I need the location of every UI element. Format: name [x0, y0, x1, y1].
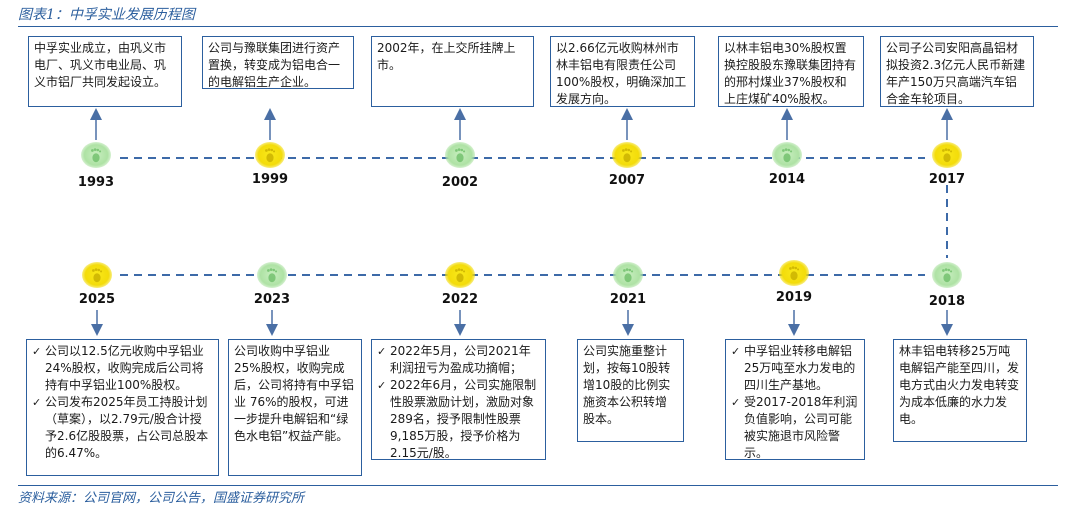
footprint-icon [92, 268, 103, 283]
timeline-node-2019 [779, 260, 809, 286]
timeline-node-1993 [81, 142, 111, 168]
year-label-2023: 2023 [253, 292, 291, 307]
footprint-icon [265, 148, 276, 163]
event-text: 林丰铝电转移25万吨电解铝产能至四川，发电方式由火力发电转变为成本低廉的水力发电… [899, 344, 1020, 426]
timeline-node-2007 [612, 142, 642, 168]
timeline-node-2002 [445, 142, 475, 168]
event-box-1993: 中孚实业成立，由巩义市电厂、巩义市电业局、巩义市铝厂共同发起设立。 [28, 36, 182, 107]
event-box-2021: 公司实施重整计划，按每10股转增10股的比例实施资本公积转增股本。 [577, 339, 684, 442]
event-box-2002: 2002年，在上交所挂牌上市。 [371, 36, 534, 107]
event-box-2018: 林丰铝电转移25万吨电解铝产能至四川，发电方式由火力发电转变为成本低廉的水力发电… [893, 339, 1027, 442]
timeline-node-2018 [932, 262, 962, 288]
event-box-2022: 2022年5月，公司2021年利润扭亏为盈成功摘帽； 2022年6月，公司实施限… [371, 339, 546, 460]
year-label-2017: 2017 [928, 172, 966, 187]
event-box-2014: 以林丰铝电30%股权置换控股股东豫联集团持有的邢村煤业37%股权和上庄煤矿40%… [718, 36, 864, 107]
footer-divider [18, 485, 1058, 486]
event-text: 公司实施重整计划，按每10股转增10股的比例实施资本公积转增股本。 [583, 344, 671, 426]
event-text: 中孚实业成立，由巩义市电厂、巩义市电业局、巩义市铝厂共同发起设立。 [34, 41, 167, 89]
footprint-icon [623, 268, 634, 283]
timeline-node-2014 [772, 142, 802, 168]
year-label-2022: 2022 [441, 292, 479, 307]
event-text: 2002年，在上交所挂牌上市。 [377, 41, 516, 72]
timeline-node-2021 [613, 262, 643, 288]
event-box-2019: 中孚铝业转移电解铝25万吨至水力发电的四川生产基地。 受2017-2018年利润… [725, 339, 865, 460]
year-label-2019: 2019 [775, 290, 813, 305]
source-note: 资料来源：公司官网，公司公告，国盛证券研究所 [18, 491, 305, 506]
year-label-2002: 2002 [441, 175, 479, 190]
year-label-1999: 1999 [251, 172, 289, 187]
event-text: 以2.66亿元收购林州市林丰铝电有限责任公司100%股权，明确深加工发展方向。 [556, 41, 687, 106]
footprint-icon [455, 148, 466, 163]
timeline-node-1999 [255, 142, 285, 168]
footprint-icon [782, 148, 793, 163]
header-divider [18, 26, 1058, 27]
timeline-node-2022 [445, 262, 475, 288]
footprint-icon [267, 268, 278, 283]
year-label-2021: 2021 [609, 292, 647, 307]
year-label-2014: 2014 [768, 172, 806, 187]
event-text: 公司与豫联集团进行资产置换，转变成为铝电合一的电解铝生产企业。 [208, 41, 341, 89]
event-box-2017: 公司子公司安阳高晶铝材拟投资2.3亿元人民币新建年产150万只高端汽车铝合金车轮… [880, 36, 1034, 107]
timeline-node-2025 [82, 262, 112, 288]
figure-title: 图表1：中孚实业发展历程图 [18, 7, 195, 23]
year-label-2007: 2007 [608, 173, 646, 188]
timeline-node-2023 [257, 262, 287, 288]
event-bullet: 2022年5月，公司2021年利润扭亏为盈成功摘帽； [377, 343, 540, 377]
footprint-icon [942, 148, 953, 163]
footprint-icon [789, 266, 800, 281]
event-bullet: 公司发布2025年员工持股计划（草案），以2.79元/股合计授予2.6亿股股票，… [32, 394, 213, 462]
event-box-2023: 公司收购中孚铝业25%股权，收购完成后，公司将持有中孚铝业 76%的股权，可进一… [228, 339, 362, 476]
event-bullet: 中孚铝业转移电解铝25万吨至水力发电的四川生产基地。 [731, 343, 859, 394]
year-label-2018: 2018 [928, 294, 966, 309]
event-text: 公司子公司安阳高晶铝材拟投资2.3亿元人民币新建年产150万只高端汽车铝合金车轮… [886, 41, 1026, 106]
event-bullet: 受2017-2018年利润负值影响，公司可能被实施退市风险警示。 [731, 394, 859, 462]
footprint-icon [622, 148, 633, 163]
event-text: 公司收购中孚铝业25%股权，收购完成后，公司将持有中孚铝业 76%的股权，可进一… [234, 344, 355, 443]
event-box-1999: 公司与豫联集团进行资产置换，转变成为铝电合一的电解铝生产企业。 [202, 36, 354, 89]
event-bullet: 2022年6月，公司实施限制性股票激励计划，激励对象289名，授予限制性股票9,… [377, 377, 540, 462]
year-label-2025: 2025 [78, 292, 116, 307]
event-box-2007: 以2.66亿元收购林州市林丰铝电有限责任公司100%股权，明确深加工发展方向。 [550, 36, 695, 107]
event-box-2025: 公司以12.5亿元收购中孚铝业24%股权，收购完成后公司将持有中孚铝业100%股… [26, 339, 219, 476]
timeline-node-2017 [932, 142, 962, 168]
year-label-1993: 1993 [77, 175, 115, 190]
footprint-icon [942, 268, 953, 283]
event-bullet: 公司以12.5亿元收购中孚铝业24%股权，收购完成后公司将持有中孚铝业100%股… [32, 343, 213, 394]
event-text: 以林丰铝电30%股权置换控股股东豫联集团持有的邢村煤业37%股权和上庄煤矿40%… [724, 41, 857, 106]
footprint-icon [455, 268, 466, 283]
footprint-icon [91, 148, 102, 163]
